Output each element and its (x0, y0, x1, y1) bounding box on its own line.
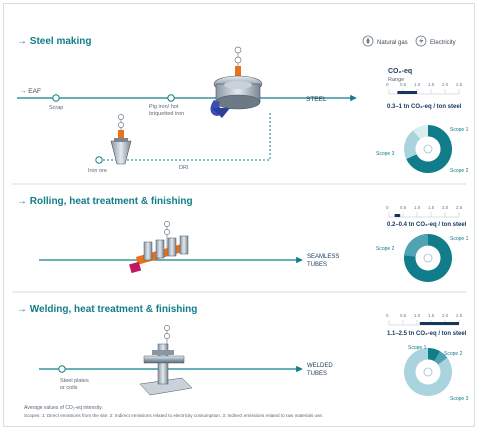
process-diagram: → Steel making Natural gas Electricity →… (12, 35, 469, 418)
furnace-electricity-icon (234, 56, 242, 64)
co2-range-bar (394, 214, 401, 217)
steel-plates-label-2: or coils (60, 385, 78, 391)
seamless-label-2: TUBES (307, 262, 327, 268)
scope-donut-welding: Scope 1 Scope 2 Scope 3 (404, 345, 469, 402)
scale-tick-label: 2.5 (456, 82, 463, 87)
co2-range-bar (419, 322, 459, 325)
scope1-label-1: Scope 1 (450, 127, 469, 133)
scope2-label-1: Scope 2 (450, 168, 469, 174)
scale-tick-label: 0 (386, 205, 389, 210)
pig-iron-label-1: Pig iron/ hot (149, 104, 179, 110)
scale-tick-label: 0.5 (400, 205, 407, 210)
scale-tick-label: 1.0 (414, 313, 421, 318)
scale-tick-label: 1.5 (428, 82, 435, 87)
eaf-label: → EAF (20, 88, 41, 95)
dri-label: DRI (179, 165, 189, 171)
section-title-welding: → Welding, heat treatment & finishing (17, 304, 197, 315)
seamless-label-1: SEAMLESS (307, 254, 339, 260)
footnote-line-2: Scopes: 1: Direct emissions from the sit… (24, 413, 323, 418)
co2-scale-steel-making: 0 0.5 1.0 1.5 2.0 2.5 (386, 82, 463, 95)
co2-eq-title: CO₂-eq (388, 68, 412, 75)
scale-tick-label: 0 (386, 82, 389, 87)
pig-iron-label-2: briquetted iron (149, 111, 184, 117)
legend-natural-gas-label: Natural gas (377, 40, 408, 46)
section-title-steel-making: → Steel making (17, 36, 91, 47)
section-title-rolling: → Rolling, heat treatment & finishing (17, 196, 193, 207)
scope-donut-rolling: Scope 1 Scope 2 (376, 233, 469, 282)
range-text-steel-making: 0.3–1 tn CO₂-eq / ton steel (387, 104, 462, 110)
scale-tick-label: 1.0 (414, 82, 421, 87)
scale-tick-label: 2.0 (442, 205, 449, 210)
dri-shaft-illustration (110, 114, 132, 165)
steel-plates-node (58, 365, 66, 373)
scope2-label-2: Scope 2 (376, 246, 395, 252)
scope1-label-2: Scope 1 (450, 236, 469, 242)
scope2-label-3: Scope 2 (444, 351, 463, 357)
scale-tick-label: 2.0 (442, 313, 449, 318)
iron-ore-node (95, 156, 103, 164)
rolling-mill-illustration (129, 221, 189, 274)
steel-plates-label-1: Steel plates (60, 378, 89, 384)
legend-electricity: Electricity (415, 35, 456, 47)
co2-scale-welding: 0 0.5 1.0 1.5 2.0 2.5 (386, 313, 463, 326)
welding-machine-illustration (139, 325, 193, 396)
dri-dashed-line (99, 112, 271, 161)
electricity-icon (415, 35, 427, 47)
figure-frame: → Steel making Natural gas Electricity →… (3, 3, 475, 427)
scope1-label-3: Scope 1 (408, 345, 427, 351)
range-text-rolling: 0.2–0.4 tn CO₂-eq / ton steel (387, 222, 467, 228)
range-label: Range (388, 77, 404, 83)
scale-tick-label: 1.0 (414, 205, 421, 210)
scale-tick-label: 0.5 (400, 82, 407, 87)
co2-range-bar (397, 91, 417, 94)
eaf-furnace-illustration (210, 46, 263, 118)
footnote-line-1: Average values of CO₂-eq intensity. (24, 405, 103, 411)
steel-output-label: STEEL (306, 96, 327, 103)
pig-iron-node (167, 94, 175, 102)
range-text-welding: 1.1–2.5 tn CO₂-eq / ton steel (387, 331, 467, 337)
legend-electricity-label: Electricity (430, 40, 456, 46)
welded-label-2: TUBES (307, 371, 327, 377)
scope-donut-steel-making: Scope 1 Scope 2 Scope 3 (376, 125, 469, 174)
scope3-label-1: Scope 3 (376, 151, 395, 157)
legend-natural-gas: Natural gas (362, 35, 408, 47)
scale-tick-label: 2.5 (456, 313, 463, 318)
scale-tick-label: 1.5 (428, 205, 435, 210)
scale-tick-label: 2.5 (456, 205, 463, 210)
co2-scale-rolling: 0 0.5 1.0 1.5 2.0 2.5 (386, 205, 463, 218)
scale-tick-label: 0 (386, 313, 389, 318)
iron-ore-label: Iron ore (88, 168, 107, 174)
natural-gas-icon (362, 35, 374, 47)
scrap-label: Scrap (49, 105, 63, 111)
scrap-node (52, 94, 60, 102)
scale-tick-label: 0.5 (400, 313, 407, 318)
scale-tick-label: 1.5 (428, 313, 435, 318)
welded-label-1: WELDED (307, 363, 333, 369)
scale-tick-label: 2.0 (442, 82, 449, 87)
scope3-label-3: Scope 3 (450, 396, 469, 402)
furnace-gas-icon (234, 46, 242, 54)
